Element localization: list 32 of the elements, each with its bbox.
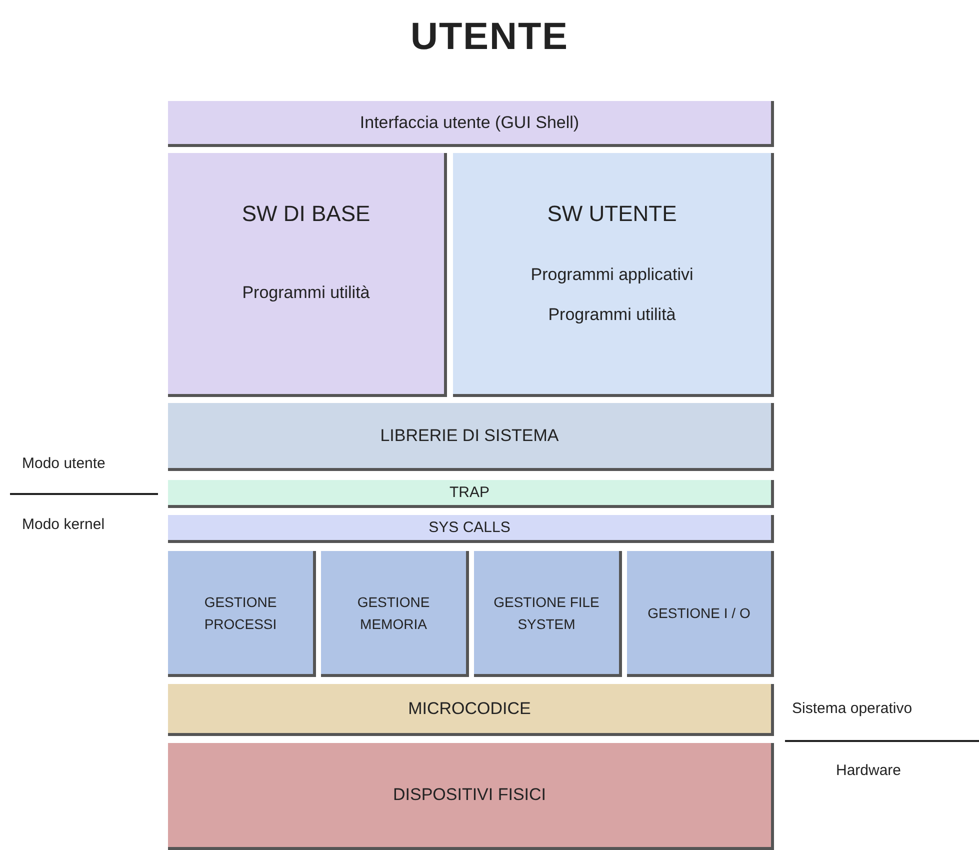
layer-label: SYS CALLS [428, 519, 510, 536]
interface-bar [168, 101, 774, 147]
layer-label: Programmi utilità [242, 283, 370, 303]
module-box [627, 551, 774, 677]
module-box [321, 551, 469, 677]
software-panel [453, 153, 774, 397]
side-label: Hardware [836, 762, 902, 779]
layer-label: MICROCODICE [408, 698, 531, 718]
title: UTENTE [410, 16, 570, 59]
layer-label: GESTIONE I / O [648, 604, 750, 622]
side-label: Sistema operativo [792, 700, 912, 717]
side-label: Modo kernel [22, 516, 105, 533]
layer-label: GESTIONE MEMORIA [356, 592, 431, 634]
layer-bar [168, 403, 774, 471]
side-label: Modo utente [22, 455, 106, 472]
layer-label: Programmi utilità [548, 305, 676, 325]
layer-label: DISPOSITIVI FISICI [392, 785, 546, 805]
module-box [168, 551, 316, 677]
layer-bar [168, 515, 774, 543]
layer-label: Programmi applicativi [530, 265, 694, 285]
software-panel [168, 153, 447, 397]
layer-label: GESTIONE PROCESSI [203, 592, 278, 634]
layer-bar [168, 743, 774, 850]
layer-bar [168, 684, 774, 736]
layer-bar [168, 480, 774, 508]
panel-heading: SW DI BASE [242, 201, 370, 227]
panel-heading: SW UTENTE [547, 201, 677, 227]
layer-label: Interfaccia utente (GUI Shell) [360, 112, 580, 132]
layer-label: GESTIONE FILE SYSTEM [492, 592, 600, 634]
layer-label: TRAP [449, 484, 490, 501]
module-box [474, 551, 622, 677]
layer-label: LIBRERIE DI SISTEMA [380, 426, 559, 446]
